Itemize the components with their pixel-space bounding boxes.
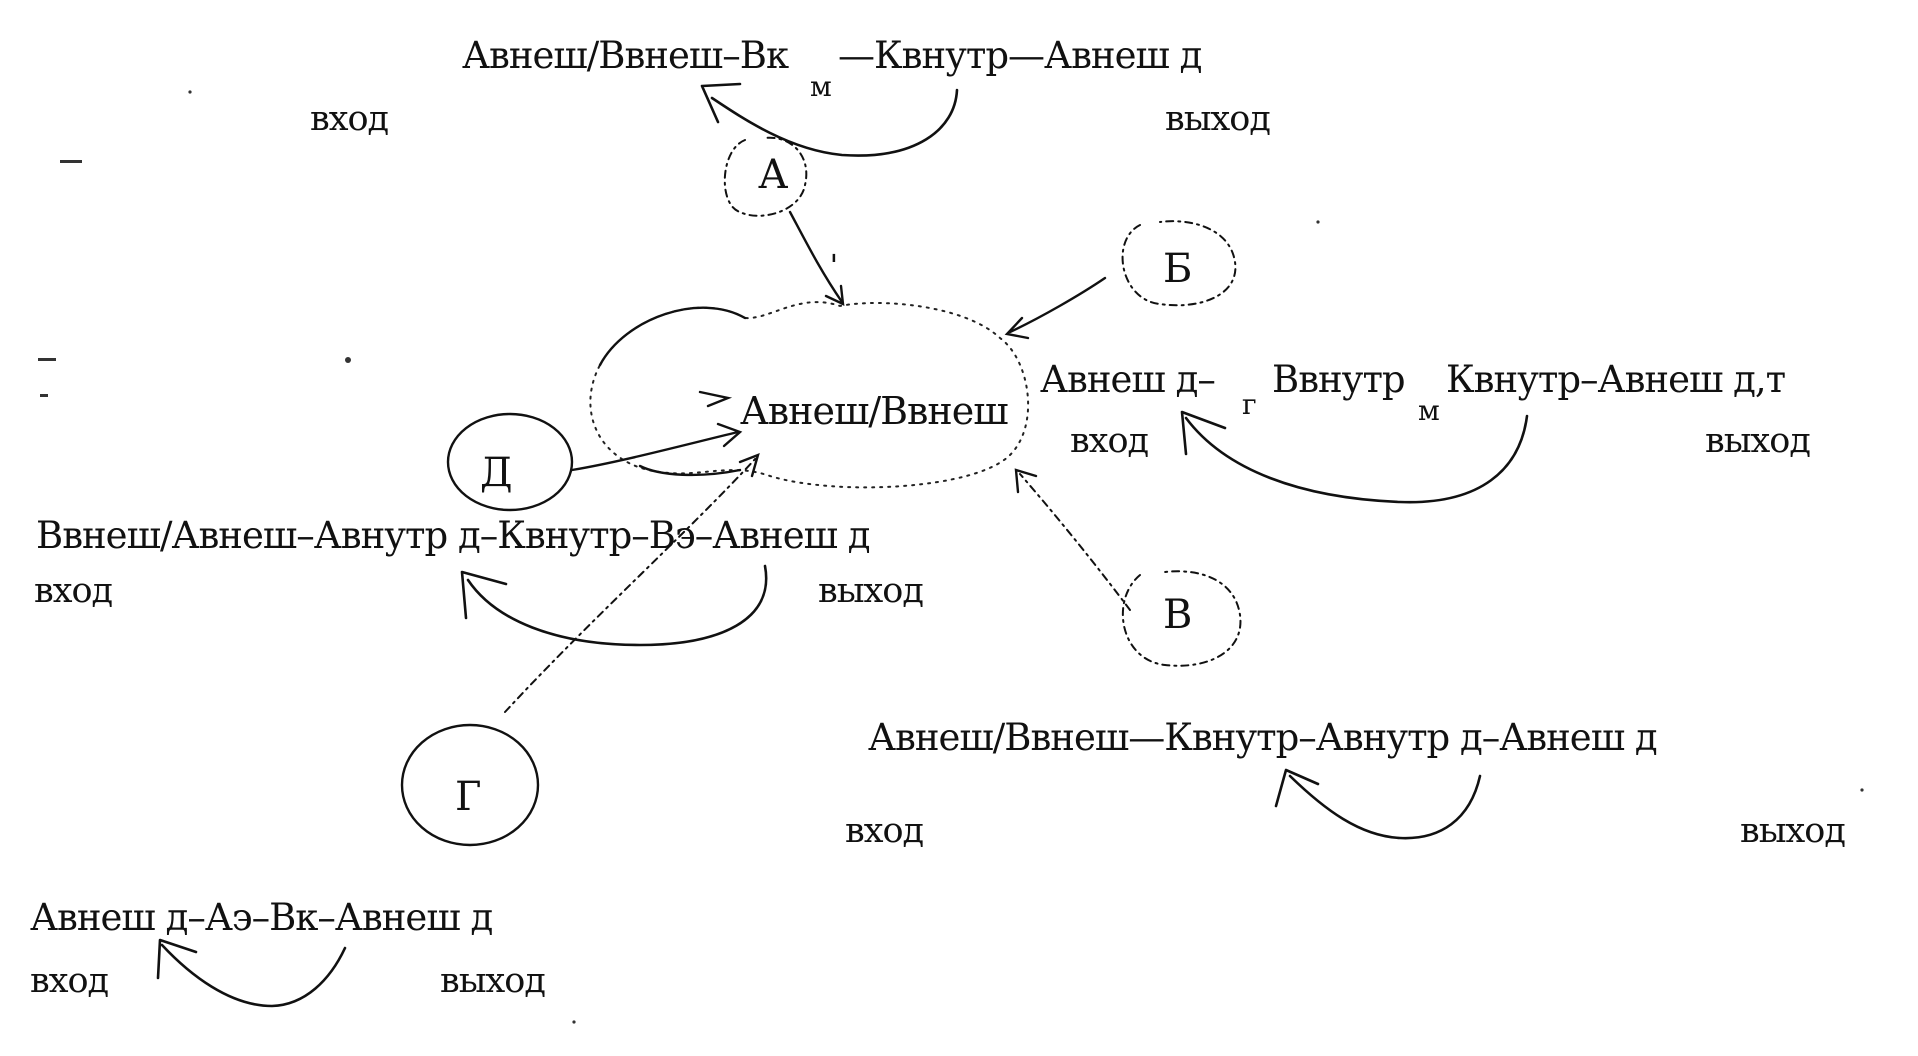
speck (40, 394, 48, 397)
speck (1316, 220, 1320, 224)
node-g-circle (400, 723, 540, 847)
speck (188, 90, 192, 94)
formula-v-loop-arrowhead (1274, 768, 1320, 808)
formula-a: Авнеш/Ввнеш–Вк м —Квнутр—Авнеш д вход вы… (310, 34, 1271, 157)
arrow-v-to-center (1019, 473, 1131, 611)
speck (38, 358, 56, 361)
central-node-outline-solid-2 (638, 464, 742, 477)
node-g-label: Г (455, 774, 481, 820)
speck (1860, 788, 1864, 792)
formula-b-input-label: вход (1070, 421, 1149, 461)
arrow-g-to-center (504, 457, 757, 713)
formula-a-input-label: вход (310, 99, 389, 139)
formula-a-part2: —Квнутр—Авнеш д (838, 34, 1202, 77)
formula-d: Ввнеш/Авнеш–Авнутр д–Квнутр–Вэ–Авнеш д в… (34, 514, 924, 647)
node-b: Б (1004, 220, 1237, 340)
formula-a-loop-arrowhead (700, 82, 742, 124)
node-v-label: В (1163, 592, 1192, 638)
node-a-circle (723, 136, 808, 217)
arrow-d-to-center-tick (698, 390, 733, 408)
formula-d-output-label: выход (818, 571, 923, 611)
formula-b-subscript-2: м (1418, 394, 1440, 427)
node-a-label: А (758, 152, 788, 198)
formula-g-loop-arrowhead (156, 938, 198, 980)
formula-a-output-label: выход (1165, 99, 1270, 139)
formula-b-output-label: выход (1705, 421, 1810, 461)
formula-b-feedback-loop (1184, 414, 1529, 504)
node-d-circle (446, 412, 574, 512)
formula-b-loop-arrowhead (1180, 410, 1227, 456)
formula-g-feedback-loop (160, 943, 347, 1008)
formula-b-part2: Ввнутр (1272, 358, 1405, 401)
formula-v: Авнеш/Ввнеш—Квнутр–Авнутр д–Авнеш д вход… (845, 716, 1846, 851)
formula-a-feedback-loop (710, 88, 959, 157)
formula-d-feedback-loop (466, 564, 768, 647)
node-a: А ˈ (723, 136, 845, 306)
arrow-a-to-center (788, 210, 844, 304)
formula-d-text: Ввнеш/Авнеш–Авнутр д–Квнутр–Вэ–Авнеш д (36, 514, 870, 557)
formula-b-part1: Авнеш д– (1040, 358, 1215, 401)
formula-b-subscript-1: г (1242, 388, 1257, 421)
central-node-outline (589, 301, 1030, 489)
node-d-label: Д (480, 450, 513, 496)
arrow-b-to-center-head (1004, 316, 1030, 340)
formula-d-loop-arrowhead (460, 570, 508, 620)
node-b-circle (1121, 220, 1237, 307)
formula-g-text: Авнеш д–Аэ–Вк–Авнеш д (30, 896, 492, 939)
central-node-label: Авнеш/Ввнеш (740, 389, 1008, 433)
formula-d-input-label: вход (34, 571, 113, 611)
arrow-a-tick: ˈ (829, 249, 838, 289)
speck (572, 1020, 576, 1024)
node-g: Г (400, 453, 760, 847)
central-node: Авнеш/Ввнеш (589, 301, 1030, 489)
formula-g-input-label: вход (30, 961, 109, 1001)
formula-v-feedback-loop (1288, 774, 1482, 840)
speck (345, 357, 351, 363)
formula-b: Авнеш д– г Ввнутр м Квнутр–Авнеш д,т вхо… (1040, 358, 1811, 504)
node-v-circle (1121, 570, 1242, 667)
arrow-d-to-center-head (716, 422, 743, 448)
formula-v-input-label: вход (845, 811, 924, 851)
formula-g-output-label: выход (440, 961, 545, 1001)
arrow-g-to-center-head (738, 453, 760, 478)
arrow-b-to-center (1008, 276, 1107, 334)
formula-a-subscript: м (810, 70, 832, 103)
node-d: Д (446, 390, 743, 512)
formula-a-part1: Авнеш/Ввнеш–Вк (462, 34, 789, 77)
node-v: В (1014, 468, 1242, 667)
node-b-label: Б (1163, 246, 1192, 292)
scan-specks (38, 90, 1864, 1024)
central-node-outline-solid (598, 306, 747, 367)
formula-g: Авнеш д–Аэ–Вк–Авнеш д вход выход (30, 896, 546, 1008)
arrow-d-to-center (570, 430, 740, 472)
formula-v-output-label: выход (1740, 811, 1845, 851)
arrow-a-to-center-head (824, 284, 845, 306)
arrow-v-to-center-head (1014, 468, 1038, 494)
formula-v-text: Авнеш/Ввнеш—Квнутр–Авнутр д–Авнеш д (868, 716, 1657, 759)
formula-b-part3: Квнутр–Авнеш д,т (1446, 358, 1786, 401)
speck (60, 160, 82, 163)
